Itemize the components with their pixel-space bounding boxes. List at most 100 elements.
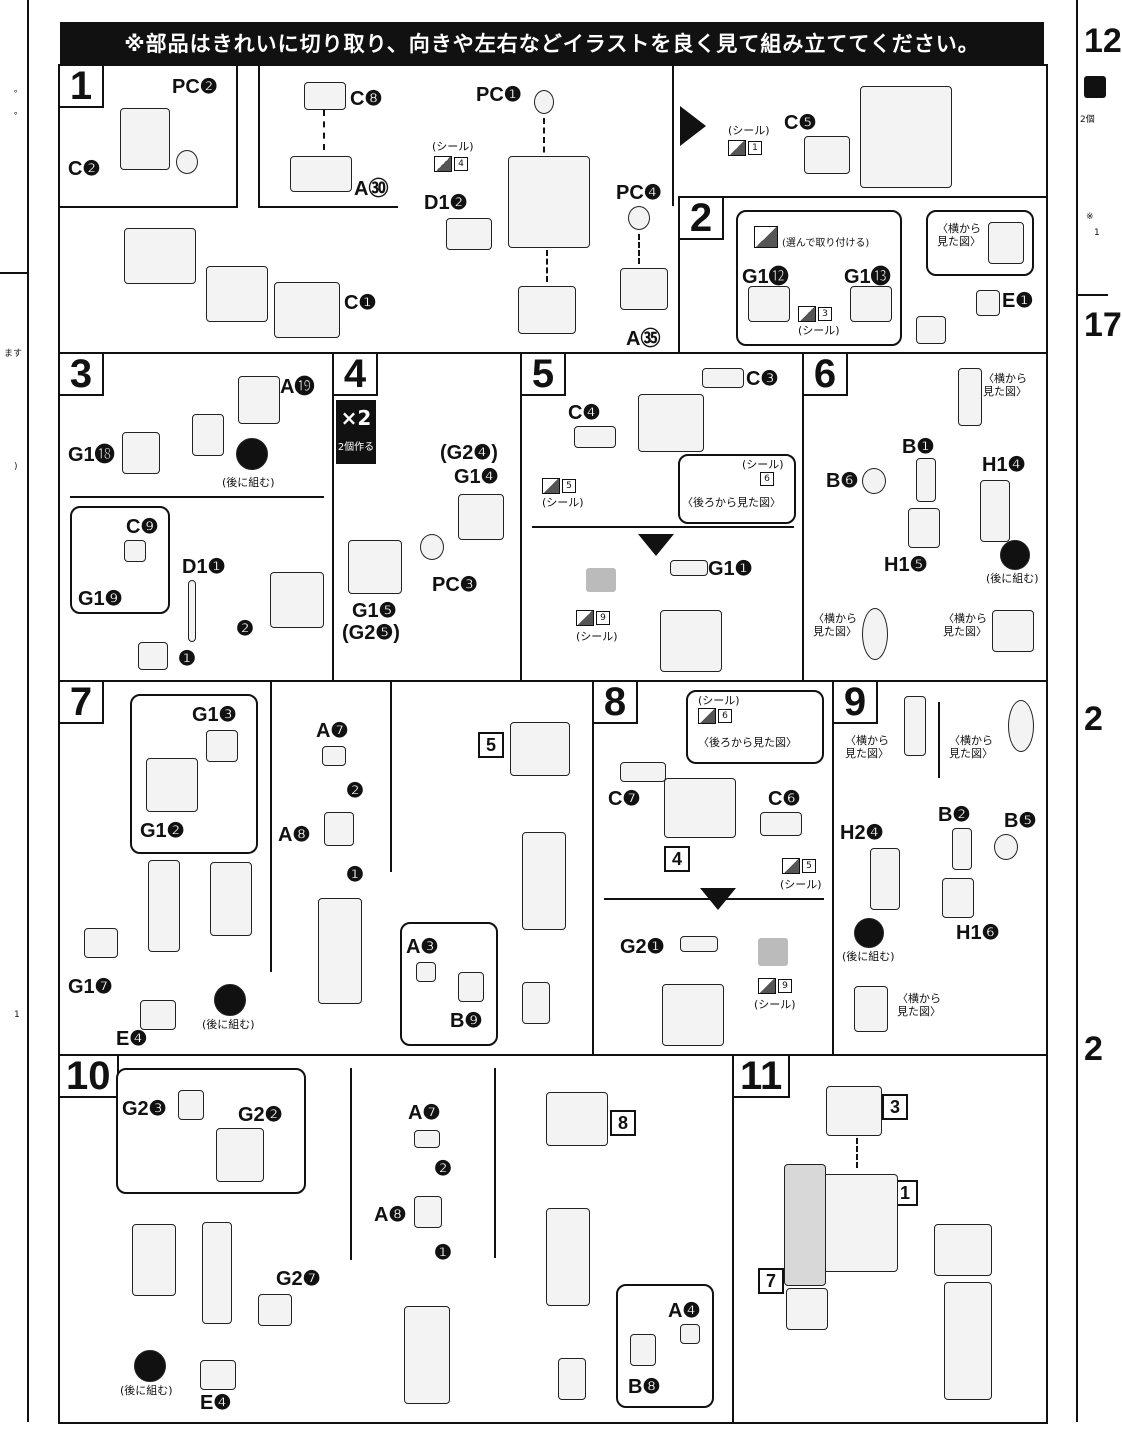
backpack-assembled-step8 [662, 984, 724, 1046]
part-label-e4: E❹ [116, 1028, 148, 1050]
part-a8-step10 [414, 1196, 442, 1228]
step-8-panel: 8 (シール) 6 〈後ろから見た図〉 C❼ C❻ 4 5 (シール) G2❶ … [592, 680, 836, 1058]
part-label-g11: G1❶ [708, 558, 753, 580]
forearm-assembly [318, 898, 362, 1004]
step-1-number: 1 [58, 64, 104, 108]
head-part-c2 [120, 108, 170, 170]
step-10-panel: 10 G2❸ G2❷ G2❼ (後に組む) E❹ A❼ ❷ A❽ ❶ 8 A❹ … [58, 1054, 736, 1424]
part-g21 [680, 936, 718, 952]
part-label-c1: C❶ [344, 292, 377, 314]
side-view-h-part-step9 [854, 986, 888, 1032]
right-edge-text-2: ※ [1086, 212, 1094, 222]
part-b1 [916, 458, 936, 502]
step-2-number: 2 [678, 196, 724, 240]
part-label-a35: A㉟ [626, 328, 661, 350]
choose-icon [754, 226, 778, 248]
part-label-c6: C❻ [768, 788, 801, 810]
assemble-later-note-step7: (後に組む) [202, 1018, 255, 1031]
step-6-number: 6 [802, 352, 848, 396]
step-8-transition-arrow [700, 888, 736, 910]
ghost-part-step5 [586, 568, 616, 592]
part-g14 [458, 494, 504, 540]
part-g17 [84, 928, 118, 958]
left-page-edge: 。 。 ます ) 1 [0, 0, 29, 1422]
part-h16 [942, 878, 974, 918]
order-1-step3: ❶ [178, 648, 196, 670]
ref-step-4: 4 [664, 846, 690, 872]
part-label-h15: H1❺ [884, 554, 928, 576]
part-a3 [416, 962, 436, 982]
detail-bubble-step10 [116, 1068, 306, 1194]
side-view-shoulder [958, 368, 982, 426]
right-page-edge: 12 2個 ※ 1 17 2 2 [1076, 0, 1122, 1422]
step-7-number: 7 [58, 680, 104, 724]
sticker-note-c5: (シール) [728, 124, 770, 137]
sticker-9-ref: 9 [576, 610, 610, 626]
part-label-g24-alt: (G2❹) [440, 442, 498, 464]
part-label-e4-step10: E❹ [200, 1392, 232, 1414]
step-1-continue-arrow [680, 106, 706, 146]
right-edge-text-3: 1 [1094, 228, 1100, 238]
part-label-g21: G2❶ [620, 936, 665, 958]
part-label-a7-step10: A❼ [408, 1102, 441, 1124]
part-label-d12: D1❷ [424, 192, 468, 214]
part-label-g14: G1❹ [454, 466, 499, 488]
left-edge-text-5: 1 [14, 1010, 20, 1020]
order-1-step10: ❶ [434, 1242, 452, 1264]
sticker-6-ref: 6 [760, 472, 774, 486]
order-2-step10: ❷ [434, 1158, 452, 1180]
part-c8 [304, 82, 346, 110]
arm-cover [210, 862, 252, 936]
side-view-note-step9c: 〈横から見た図〉 [897, 992, 941, 1018]
order-2-step3: ❷ [236, 618, 254, 640]
part-label-g12: G1❷ [140, 820, 185, 842]
part-e4-step10 [200, 1360, 236, 1390]
part-label-a4: A❹ [668, 1300, 701, 1322]
step-9-number: 9 [832, 680, 878, 724]
shoulder-from-step5 [510, 722, 570, 776]
side-view-face [988, 222, 1024, 264]
part-h14 [980, 480, 1010, 542]
right-edge-step-2a: 2 [1084, 700, 1103, 738]
part-label-e1: E❶ [1002, 290, 1034, 312]
left-edge-text-2: 。 [14, 107, 24, 117]
sticker-4-ref: 4 [434, 156, 468, 172]
assemble-later-marker [236, 438, 268, 470]
part-label-b6: B❻ [826, 470, 859, 492]
part-label-h16: H1❻ [956, 922, 1000, 944]
backpack-assembled [660, 610, 722, 672]
part-a30 [290, 156, 352, 192]
assembly-a30 [206, 266, 268, 322]
right-edge-step-17: 17 [1084, 306, 1122, 344]
part-h15 [908, 508, 940, 548]
poly-cap-pc2 [176, 150, 198, 174]
part-label-b9: B❾ [450, 1010, 483, 1032]
sticker-note-step1: (シール) [432, 140, 474, 153]
shoulder-from-step8 [546, 1092, 608, 1146]
sticker-note-c6: (シール) [780, 878, 822, 891]
part-c5 [804, 136, 850, 174]
part-g23 [178, 1090, 204, 1120]
part-label-a8-step10: A❽ [374, 1204, 407, 1226]
part-label-g13: G1❸ [192, 704, 237, 726]
side-view-note-step9b: 〈横から見た図〉 [949, 734, 993, 760]
part-label-pc1: PC❶ [476, 84, 522, 106]
arm-assembly-step10 [546, 1208, 590, 1306]
part-b6 [862, 468, 886, 494]
part-label-d11: D1❶ [182, 556, 226, 578]
part-label-c3: C❸ [746, 368, 779, 390]
right-edge-step-12: 12 [1084, 22, 1122, 60]
ref-step-5: 5 [478, 732, 504, 758]
part-label-g113: G1⓭ [844, 266, 891, 288]
left-hand [786, 1288, 828, 1330]
part-label-h14: H1❹ [982, 454, 1026, 476]
back-view-note-step5: 〈後ろから見た図〉 [682, 496, 781, 509]
step-7-panel: 7 G1❸ G1❷ G1❼ E❹ (後に組む) A❼ ❷ A❽ ❶ 5 A❸ B… [58, 680, 596, 1058]
part-g11 [670, 560, 708, 576]
order-2-step7: ❷ [346, 780, 364, 802]
sticker-note-g11: (シール) [576, 630, 618, 643]
part-c4 [574, 426, 616, 448]
side-view-joint-b [862, 608, 888, 660]
part-g12 [146, 758, 198, 812]
part-label-b1: B❶ [902, 436, 935, 458]
